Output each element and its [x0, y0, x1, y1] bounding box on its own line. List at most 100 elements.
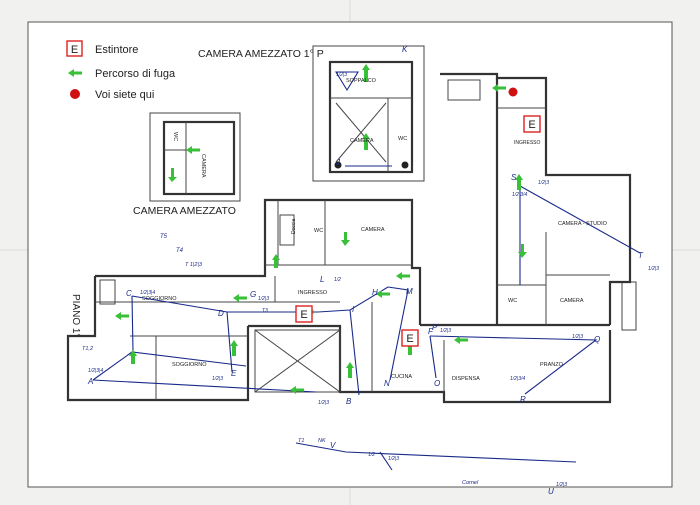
room-wc-mid: WC	[314, 228, 323, 234]
escape-arrow-icon	[376, 290, 390, 298]
note-t-nums: 1/2|3	[648, 266, 659, 272]
note-t4: T4	[176, 248, 184, 254]
point-label: Q	[594, 335, 600, 344]
point-label: G	[250, 290, 256, 299]
note-g-nums: 1/2|3	[258, 296, 269, 302]
marker-dot-icon	[401, 161, 409, 169]
point-label: H	[372, 288, 378, 297]
route-points: A B C D E F G H I J K L M N O P Q R S T …	[87, 45, 644, 496]
room-dispensa: DISPENSA	[452, 376, 480, 382]
room-camera-right: CAMERA	[560, 298, 584, 304]
point-label: K	[402, 45, 408, 54]
extinguisher-label: E	[528, 119, 535, 131]
point-label: V	[330, 441, 336, 450]
note-t5: T5	[160, 234, 168, 240]
extinguisher-icon	[523, 115, 541, 133]
point-label: T	[638, 251, 644, 260]
room-doccia: Doccia	[291, 218, 297, 234]
title-mezzanine: CAMERA AMEZZATO	[133, 205, 236, 217]
note-u-nums: 1/2|3	[556, 482, 567, 488]
escape-route-arrow-icon	[68, 69, 82, 77]
extinguisher-icon	[401, 329, 419, 347]
legend: E Estintore Percorso di fuga Voi siete q…	[66, 40, 176, 101]
point-label: P	[432, 323, 438, 332]
room-wc-mez: WC	[172, 132, 178, 141]
note-b-nums: 1/2|3	[318, 400, 329, 406]
note-a-nums: 1/2|3|4	[88, 368, 103, 374]
room-ingresso-mid: INGRESSO	[298, 290, 328, 296]
legend-escape-route-label: Percorso di fuga	[95, 68, 176, 80]
escape-arrow-icon	[341, 232, 350, 246]
point-label: R	[520, 395, 526, 404]
extinguisher-1: E	[523, 115, 541, 133]
escape-arrow-icon	[346, 362, 354, 378]
escape-arrow-icon	[272, 254, 280, 268]
point-label: L	[320, 275, 324, 284]
marker-dot-icon	[334, 161, 342, 169]
you-are-here-dot-icon	[70, 89, 80, 99]
note-s-top: 1/2|3	[538, 180, 549, 186]
room-cucina: CUCINA	[391, 374, 412, 380]
extinguisher-label: E	[300, 309, 307, 321]
point-label: F	[428, 327, 434, 336]
escape-arrow-icon	[230, 340, 238, 356]
point-label: B	[346, 397, 352, 406]
title-mezzanine-first: CAMERA AMEZZATO 1° P	[198, 48, 324, 60]
room-camera-top: CAMERA	[350, 138, 374, 144]
note-h-nums: 1/2	[334, 277, 341, 283]
you-are-here-marker	[508, 87, 518, 97]
note-c-nums: 1/2|3|4	[140, 290, 155, 296]
extinguisher-2: E	[295, 305, 313, 323]
point-label: J	[335, 158, 341, 167]
handwritten-notes: T5 T4 T 1|2|3 T1,2 1/2|3|4 1/2|3 1/2 T3 …	[82, 72, 659, 488]
room-soggiorno-lower: SOGGIORNO	[172, 362, 207, 368]
escape-arrow-icon	[396, 272, 410, 280]
extinguisher-3: E	[401, 329, 419, 347]
room-soppalco: SOPPALCO	[346, 78, 377, 84]
note-nk: NK	[318, 438, 326, 444]
room-camera-mez: CAMERA	[200, 154, 206, 178]
page-frame	[27, 21, 673, 488]
point-label: M	[406, 287, 413, 296]
escape-arrow-icon	[115, 312, 129, 320]
note-s-nums: 1/2|3/4	[512, 192, 527, 198]
point-label: S	[511, 173, 517, 182]
legend-extinguisher-badge	[66, 40, 83, 57]
note-t123: T 1|2|3	[185, 262, 203, 268]
escape-arrow-icon	[233, 294, 247, 302]
point-label: U	[548, 487, 554, 496]
room-camera-mid: CAMERA	[361, 227, 385, 233]
room-pranzo: PRANZO	[540, 362, 564, 368]
note-v-nums: 1/2	[368, 452, 375, 458]
point-label: A	[87, 377, 93, 386]
note-q-nums: 1/2|3	[572, 334, 583, 340]
extinguisher-icon	[295, 305, 313, 323]
mezzanine-plan	[149, 112, 241, 202]
escape-arrow-icon	[492, 84, 506, 92]
note-k-nums: 1/2|3	[336, 72, 347, 78]
escape-arrow-icon	[518, 244, 527, 258]
point-label: N	[384, 379, 390, 388]
note-v2-nums: 1/2|3	[388, 456, 399, 462]
escape-arrow-icon	[290, 386, 304, 394]
room-camera-studio: CAMERA - STUDIO	[558, 221, 608, 227]
room-wc-top: WC	[398, 136, 407, 142]
title-floor: PIANO 1°	[70, 294, 81, 337]
room-ingresso-right: INGRESSO	[514, 140, 541, 146]
point-label: D	[218, 309, 224, 318]
note-t12: T1,2	[82, 346, 93, 352]
note-e-nums: 1/2|3	[212, 376, 223, 382]
main-floor-walls	[66, 72, 637, 404]
point-label: E	[231, 369, 237, 378]
note-corner: Cornel	[462, 480, 479, 486]
note-r-nums: 1/2|3/4	[510, 376, 525, 382]
extinguisher-label: E	[406, 333, 413, 345]
note-t3: T3	[262, 308, 268, 314]
note-p-nums: 1/2|3	[440, 328, 451, 334]
room-wc-right: WC	[508, 298, 517, 304]
mezzanine-first-plan	[312, 45, 425, 182]
escape-arrow-icon	[454, 336, 468, 344]
escape-arrow-icon	[129, 350, 137, 364]
escape-arrow-icon	[515, 174, 523, 190]
